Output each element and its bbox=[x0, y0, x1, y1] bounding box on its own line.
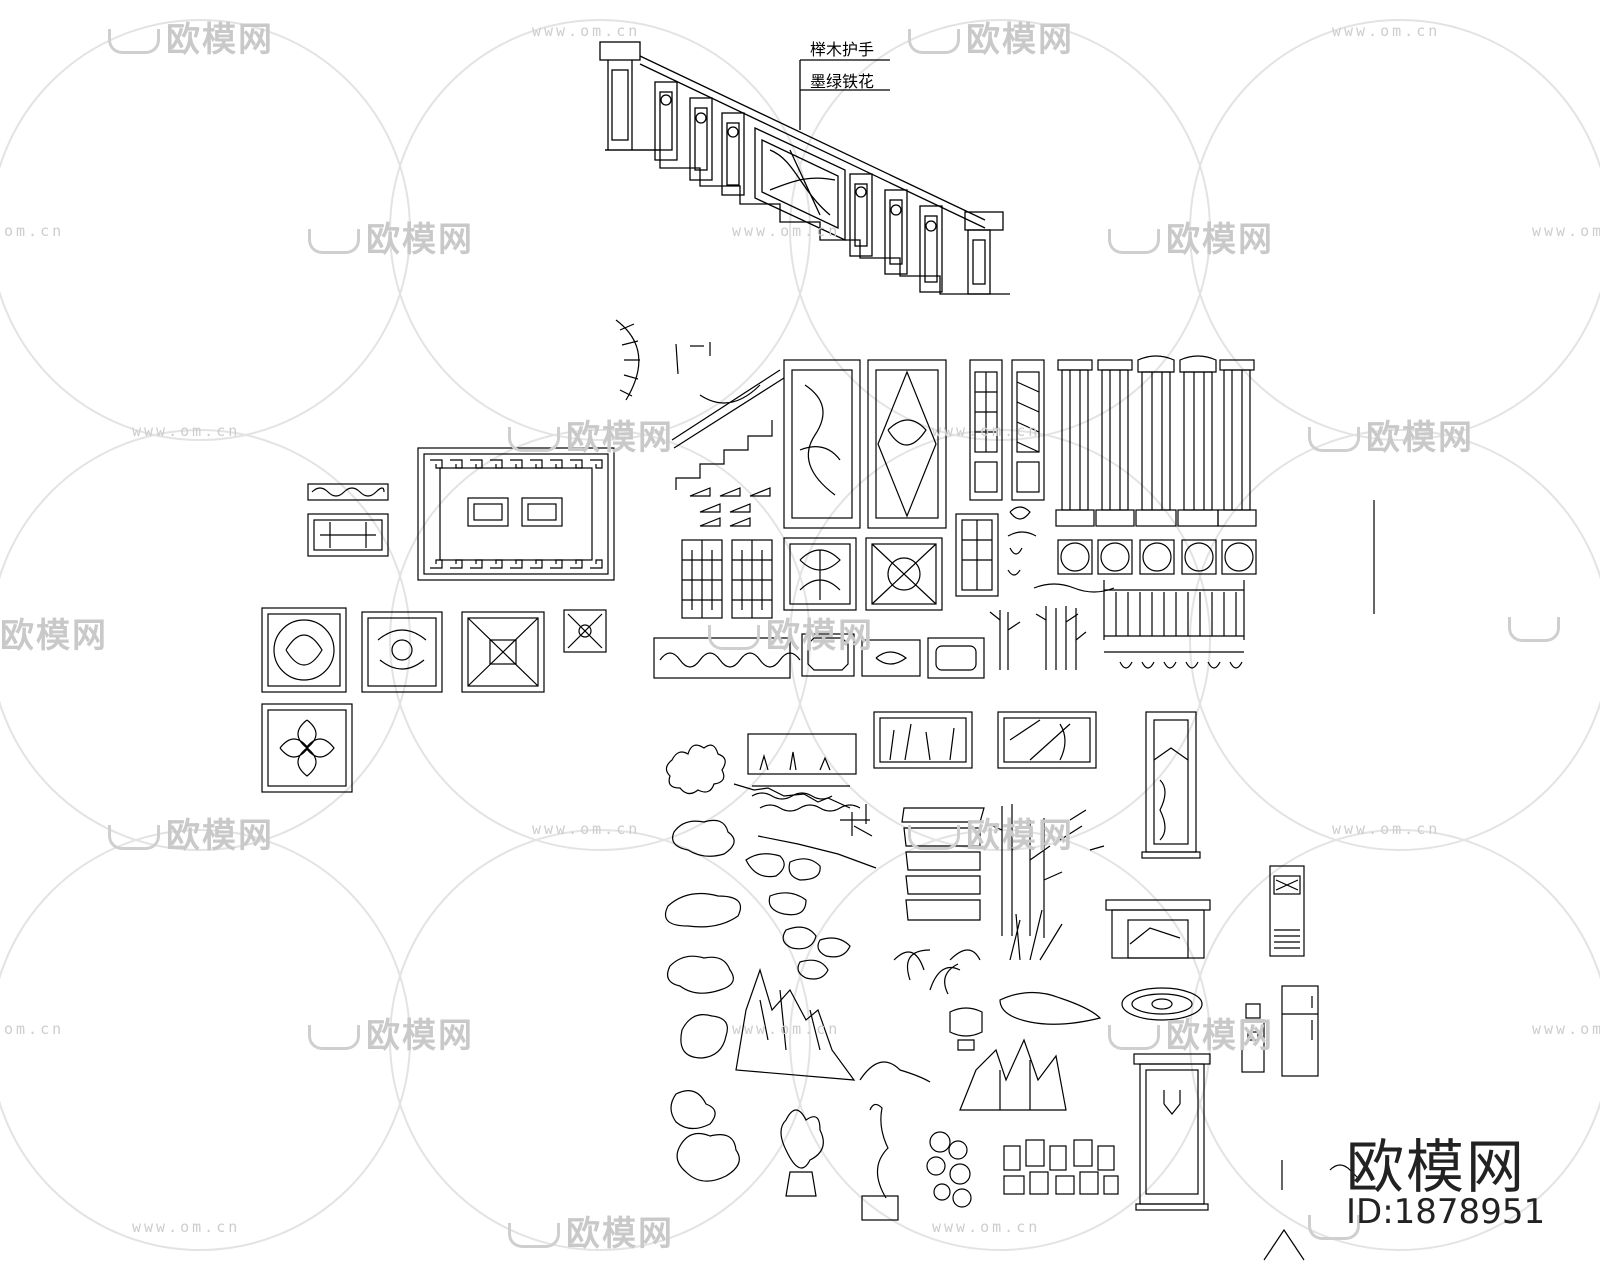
watermark-logo: 欧模网 bbox=[908, 808, 1074, 857]
asset-id: ID:1878951 bbox=[1346, 1192, 1546, 1232]
watermark-logo-text: 欧模网 bbox=[966, 816, 1074, 856]
bamboo bbox=[989, 606, 1087, 670]
frieze-plaques bbox=[653, 633, 985, 679]
watermark-logo: 欧模网 bbox=[508, 410, 674, 459]
iron-flower-panel bbox=[754, 126, 846, 242]
watermark-url: www.om.cn bbox=[1532, 222, 1600, 240]
watermark-logo: 欧模网 bbox=[1108, 212, 1274, 261]
label-iron-flower: 墨绿铁花 bbox=[810, 72, 875, 91]
watermark-url: www.om.cn bbox=[532, 22, 641, 40]
potted-plant-and-sculpture bbox=[780, 1103, 899, 1221]
stair-railing-elevation bbox=[599, 41, 1010, 295]
watermark-url: www.om.cn bbox=[932, 1218, 1041, 1236]
watermark-logo bbox=[1508, 608, 1566, 648]
mountain-rockery bbox=[735, 968, 1067, 1111]
decorative-doorway bbox=[1141, 711, 1201, 859]
watermark-logo: 欧模网 bbox=[1108, 1008, 1274, 1057]
watermark-logo-text: 欧模网 bbox=[1366, 418, 1474, 458]
watermark-url: www.om.cn bbox=[132, 1218, 241, 1236]
balusters bbox=[654, 81, 991, 295]
watermark-url: www.om.cn bbox=[1332, 22, 1441, 40]
aquariums bbox=[747, 711, 1097, 812]
misc-marks bbox=[1263, 1160, 1361, 1261]
carved-door-panels bbox=[783, 359, 947, 529]
fireplace bbox=[1105, 899, 1211, 959]
watermark-logo: 欧模网 bbox=[108, 808, 274, 857]
watermark-logo: 欧模网 bbox=[908, 12, 1074, 61]
watermark-logo-text: 欧模网 bbox=[366, 1016, 474, 1056]
watermark-logo-text: 欧模网 bbox=[566, 418, 674, 458]
bamboo-grove bbox=[987, 804, 1105, 1025]
leafy-plants bbox=[893, 949, 981, 995]
watermark-logo-text: 欧模网 bbox=[166, 816, 274, 856]
watermark-logo-text: 欧模网 bbox=[166, 20, 274, 60]
medallion-tiles bbox=[1057, 539, 1257, 575]
watermark-logo: 欧模网 bbox=[508, 1206, 674, 1255]
watermark-url: www.om.cn bbox=[532, 820, 641, 838]
watermark-logo-text: 欧模网 bbox=[366, 220, 474, 260]
watermark-logo-text: 欧模网 bbox=[966, 20, 1074, 60]
watermark-logo: 欧模网 bbox=[708, 608, 874, 657]
appliances bbox=[1241, 985, 1319, 1077]
rocks-and-stones bbox=[664, 744, 877, 1182]
fretwork-carpet bbox=[417, 447, 615, 581]
lattice-doors bbox=[969, 359, 1045, 501]
watermark-logo-text: 欧模网 bbox=[1166, 1016, 1274, 1056]
watermark-url: www.om.cn bbox=[132, 422, 241, 440]
watermark-logo: 欧模网 bbox=[0, 608, 108, 657]
stair-details bbox=[615, 319, 785, 527]
watermark-logo: 欧模网 bbox=[308, 212, 474, 261]
watermark-logo: 欧模网 bbox=[108, 12, 274, 61]
watermark-url: www.om.cn bbox=[1332, 820, 1441, 838]
watermark-logo: 欧模网 bbox=[1308, 410, 1474, 459]
ornaments-railings bbox=[1007, 500, 1375, 669]
watermark-url: www.om.cn bbox=[932, 422, 1041, 440]
classical-columns bbox=[1055, 355, 1257, 527]
tall-cabinet bbox=[1133, 1053, 1211, 1211]
watermark-url: www.om.cn bbox=[1532, 1020, 1600, 1038]
watermark-url: www.om.cn bbox=[732, 222, 841, 240]
watermark-url: om.cn bbox=[4, 1020, 65, 1038]
oval-rug bbox=[1121, 987, 1203, 1021]
watermark-logo bbox=[1308, 1206, 1366, 1246]
carved-strips bbox=[307, 483, 389, 557]
label-handrail: 榉木护手 bbox=[810, 40, 875, 59]
stone-planks bbox=[840, 804, 985, 921]
stone-piles bbox=[926, 1131, 1119, 1208]
watermark-logo: 欧模网 bbox=[308, 1008, 474, 1057]
watermark-logo-text: 欧模网 bbox=[0, 616, 108, 656]
watermark-logo-text: 欧模网 bbox=[1166, 220, 1274, 260]
carved-tiles bbox=[261, 607, 607, 793]
watermark-arcs bbox=[0, 19, 1600, 1251]
brand-logo: 欧模网 bbox=[1346, 1133, 1527, 1201]
watermark-url: om.cn bbox=[4, 222, 65, 240]
watermark-logo-text: 欧模网 bbox=[566, 1214, 674, 1254]
watermark-logo-text: 欧模网 bbox=[766, 616, 874, 656]
watermark-url: www.om.cn bbox=[732, 1020, 841, 1038]
window-lattices bbox=[681, 513, 999, 619]
air-conditioner bbox=[1269, 865, 1305, 957]
